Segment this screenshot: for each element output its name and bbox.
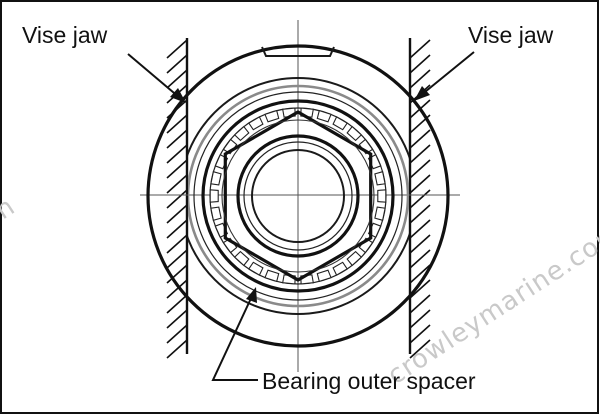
ring-race-outer (201, 99, 395, 293)
hatch-line (409, 144, 431, 164)
hatch-line (166, 69, 188, 89)
hatch-line (166, 54, 188, 74)
hatch-line (409, 39, 431, 59)
housing-notch (261, 46, 335, 57)
needle-roller (233, 250, 250, 267)
arrowhead-right (414, 86, 430, 101)
needle-roller (233, 125, 250, 142)
hatch-line (409, 174, 431, 194)
hatch-line (166, 324, 188, 344)
leader-bearing-outer-spacer (211, 287, 258, 381)
needle-roller (248, 261, 264, 276)
needle-roller (210, 206, 222, 221)
leader-vise-jaw-right (414, 51, 475, 101)
needle-roller (332, 116, 348, 131)
hatch-line (409, 159, 431, 179)
hex-chamfer-circle (221, 119, 375, 273)
ring-spacer-inner (193, 91, 403, 301)
bore-inner-circle (251, 149, 345, 243)
hatch-line (166, 144, 188, 164)
hatch-line (166, 264, 188, 284)
hex-nut (223, 110, 373, 282)
label-vise-jaw-left: Vise jaw (22, 22, 108, 48)
outer-housing (146, 44, 450, 348)
hatch-line (166, 204, 188, 224)
needle-roller (346, 250, 363, 267)
hatch-line (409, 189, 431, 209)
needle-roller (264, 109, 280, 123)
hex-nut-chamfer-lines (221, 119, 375, 273)
needle-roller (210, 171, 222, 186)
hatch-line (409, 339, 431, 359)
hatch-line (409, 69, 431, 89)
bearing-rings (188, 77, 409, 315)
hatch-line (409, 309, 431, 329)
hatch-line (166, 159, 188, 179)
bore-outer-circle (236, 134, 360, 258)
hatch-line (409, 264, 431, 284)
ring-outer (188, 77, 409, 315)
needle-roller (346, 125, 363, 142)
arrowhead-spacer (246, 287, 257, 303)
hatch-line (166, 339, 188, 359)
hatch-line (409, 219, 431, 239)
hatch-line (409, 249, 431, 269)
outer-housing-circle (146, 44, 450, 348)
label-bearing-outer-spacer: Bearing outer spacer (262, 368, 476, 394)
hatch-line (166, 309, 188, 329)
needle-roller (316, 109, 332, 123)
needle-roller (264, 269, 280, 283)
hatch-line (166, 294, 188, 314)
hatch-line (166, 129, 188, 149)
bearing-outer-spacer-ring (188, 84, 409, 308)
vise-jaw-right (408, 38, 431, 359)
arrowhead-left (170, 88, 186, 103)
hatch-line (409, 204, 431, 224)
needle-roller (316, 269, 332, 283)
hatch-line (409, 324, 431, 344)
bore-chamfer-circle (243, 141, 353, 251)
vise-jaw-left (166, 38, 189, 359)
needle-roller (374, 171, 386, 186)
needle-roller (332, 261, 348, 276)
hatch-line (409, 54, 431, 74)
hatch-line (166, 234, 188, 254)
needle-roller (377, 189, 387, 203)
hatch-line (166, 39, 188, 59)
hatch-line (166, 189, 188, 209)
hatch-line (166, 114, 188, 134)
hatch-line (409, 234, 431, 254)
label-vise-jaw-right: Vise jaw (468, 22, 554, 48)
hatch-line (409, 129, 431, 149)
needle-roller (248, 116, 264, 131)
needle-roller (209, 189, 219, 203)
hatch-line (166, 219, 188, 239)
hatch-line (409, 279, 431, 299)
hatch-line (409, 294, 431, 314)
hatch-line (166, 249, 188, 269)
hatch-line (166, 279, 188, 299)
leader-vise-jaw-left (127, 53, 186, 103)
hatch-line (166, 174, 188, 194)
needle-roller (374, 206, 386, 221)
